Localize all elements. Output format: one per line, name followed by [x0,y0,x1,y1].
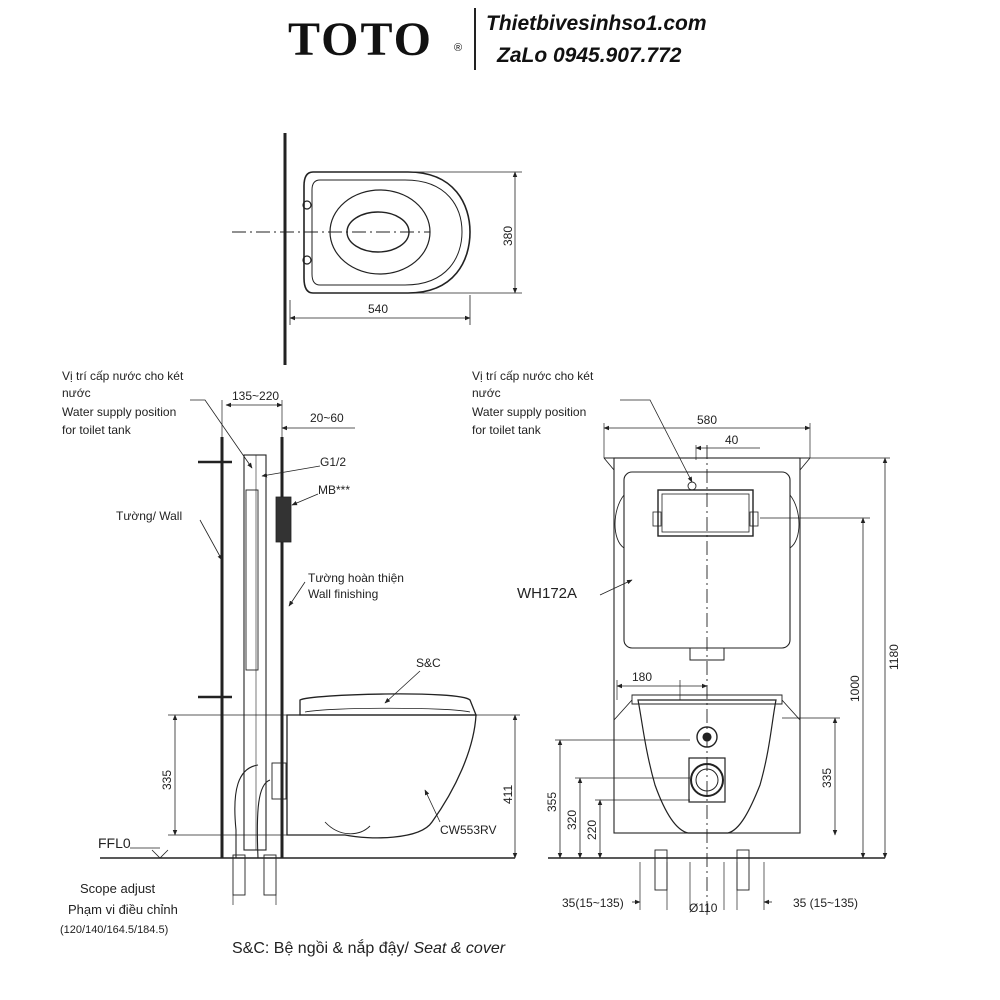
side-water-supply-en-2: for toilet tank [62,423,132,437]
front-dim-110: Ø110 [689,901,718,915]
side-label-finish-en: Wall finishing [308,587,378,601]
contact-phone: ZaLo 0945.907.772 [497,44,682,67]
front-dim-180: 180 [632,670,652,684]
front-water-supply-en-2: for toilet tank [472,423,542,437]
drain-outlet [690,763,724,797]
front-water-supply-vi-2: nước [472,386,501,400]
scope-adjust-en: Scope adjust [80,881,156,896]
brand-logo: TOTO [288,13,433,66]
scope-adjust-vi: Phạm vi điều chỉnh [68,902,178,917]
cistern-button-housing [657,489,754,537]
top-view-seat-outline [303,171,471,294]
registered-mark: ® [454,42,463,54]
front-dim-1180: 1180 [887,644,901,670]
caption-text: S&C: Bệ ngồi & nắp đậy/ [232,940,414,957]
front-water-supply-en-1: Water supply position [472,405,586,419]
front-dim-1000: 1000 [848,675,862,702]
side-label-finish-vi: Tường hoàn thiện [308,571,404,585]
side-dim-335: 335 [160,770,174,790]
side-dim-20-60: 20~60 [310,411,344,425]
side-bowl [286,714,477,839]
front-dim-355: 355 [545,792,559,812]
top-view-dim-380: 380 [501,226,515,246]
front-bowl [637,699,777,834]
website-link[interactable]: Thietbivesinhso1.com [486,12,707,35]
front-dim-335: 335 [820,768,834,788]
side-label-g12: G1/2 [320,455,346,469]
side-frame [243,454,267,851]
side-label-bowl-model: CW553RV [440,823,496,837]
front-dim-220: 220 [585,820,599,840]
header: TOTO ® Thietbivesinhso1.com ZaLo 0945.90… [0,0,1000,80]
scope-adjust-values: (120/140/164.5/184.5) [60,924,168,936]
side-label-ffl: FFL0 [98,835,131,851]
side-dim-135-220: 135~220 [232,389,279,403]
side-label-sc: S&C [416,656,441,670]
top-view-bowl-opening [329,189,431,275]
side-water-supply-vi-2: nước [62,386,91,400]
side-label-mb: MB*** [318,483,350,497]
top-view [232,133,522,365]
top-view-dim-540: 540 [368,302,388,316]
side-water-supply-en-1: Water supply position [62,405,176,419]
front-label-frame-model: WH172A [517,585,577,602]
front-view [548,399,890,915]
front-dim-580: 580 [697,413,717,427]
front-dim-35-right: 35 (15~135) [793,896,858,910]
side-water-supply-vi-1: Vị trí cấp nước cho két [62,369,184,383]
front-water-supply-vi-1: Vị trí cấp nước cho két [472,369,594,383]
caption-italic: Seat & cover [413,940,506,957]
side-label-wall: Tường/ Wall [116,509,182,523]
side-view [100,399,520,905]
front-dim-320: 320 [565,810,579,830]
header-divider [474,8,476,70]
side-dim-411: 411 [501,785,515,804]
front-dim-40: 40 [725,433,739,447]
front-dim-35-left: 35(15~135) [562,896,624,910]
caption: S&C: Bệ ngồi & nắp đậy/ Seat & cover [232,940,505,958]
flush-plate [275,496,292,543]
